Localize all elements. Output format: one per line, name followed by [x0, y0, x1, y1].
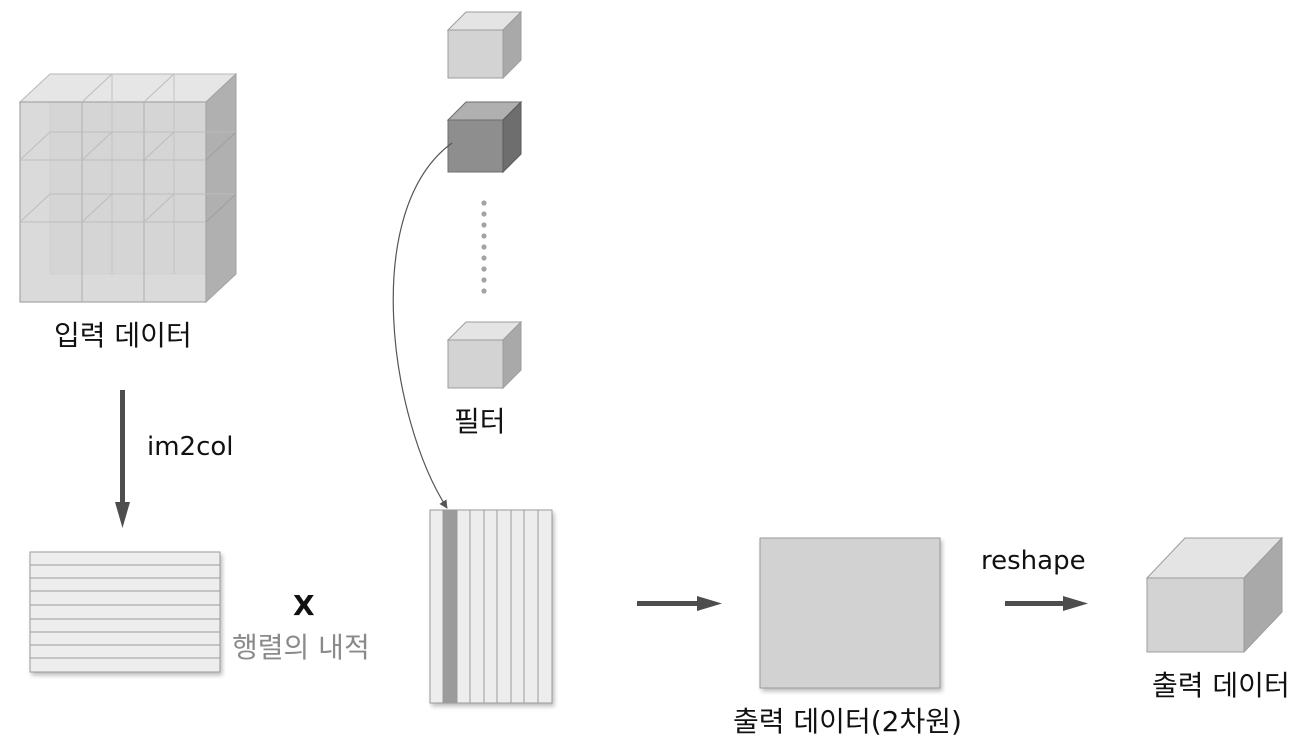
reshape-label: reshape	[981, 546, 1086, 576]
filter-cube-2-highlighted	[446, 100, 523, 174]
output-data-label: 출력 데이터	[1152, 669, 1290, 702]
dot-product-label: 행렬의 내적	[232, 631, 370, 664]
input-matrix	[29, 551, 221, 673]
output-2d-matrix	[759, 537, 941, 689]
output-2d-label: 출력 데이터(2차원)	[733, 705, 962, 738]
im2col-arrow	[115, 390, 130, 528]
filter-cube-3	[446, 320, 523, 390]
result-arrow	[637, 596, 722, 611]
filter-matrix	[429, 509, 553, 704]
multiply-symbol: X	[293, 589, 315, 622]
filter-ellipsis-dots	[481, 200, 487, 294]
filter-cube-1	[446, 10, 523, 80]
reshape-arrow	[1005, 596, 1088, 611]
input-data-cube	[18, 72, 238, 304]
filter-label: 필터	[454, 405, 506, 438]
im2col-label: im2col	[147, 432, 234, 462]
input-data-label: 입력 데이터	[54, 319, 192, 352]
output-data-cube	[1145, 536, 1284, 654]
filter-to-column-curve-arrow	[392, 142, 453, 509]
